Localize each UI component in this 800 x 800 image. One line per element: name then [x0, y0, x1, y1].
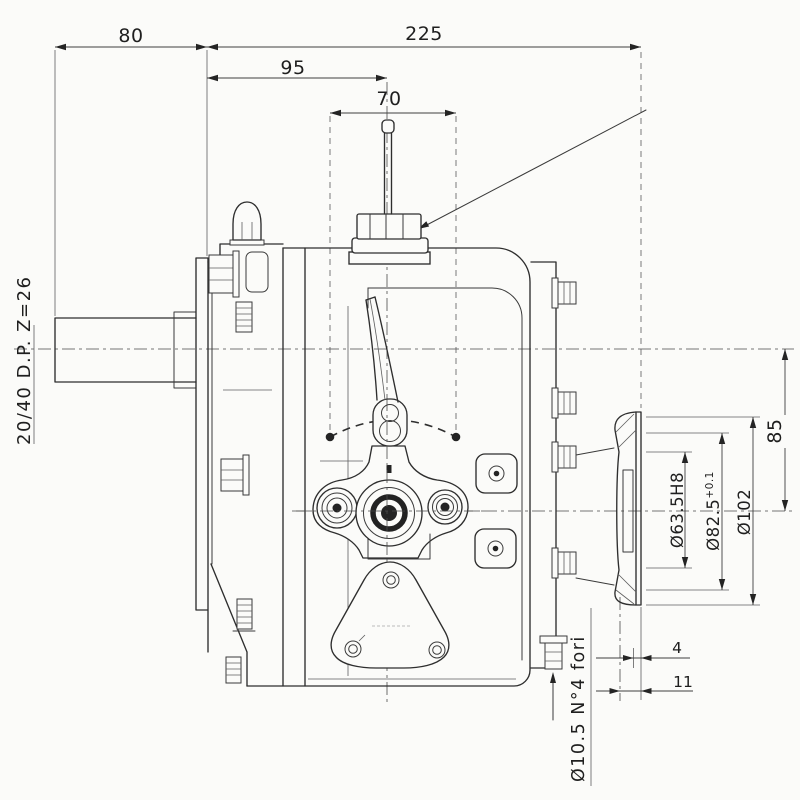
- bell-bolt-upper: [208, 250, 240, 298]
- dim-80-label: 80: [118, 25, 143, 47]
- rear-bolts: [551, 277, 577, 579]
- spline-note-label: 20/40 D.P. Z=26: [14, 276, 35, 446]
- bell-bolt-mid: [220, 454, 250, 496]
- filler-cap-leader: [420, 109, 647, 229]
- shaft-collar: [173, 311, 197, 389]
- main-housing: [246, 247, 531, 687]
- dim-95-label: 95: [280, 57, 305, 79]
- inspection-pads: [474, 453, 518, 569]
- bell-bottom-slope: [210, 563, 248, 687]
- filler-cap-dipstick: [348, 119, 431, 265]
- lever-travel-arc: [329, 419, 457, 438]
- rear-cover: [530, 261, 577, 670]
- housing-inner-wall: [367, 287, 523, 661]
- holes-note-label: Ø10.5 N°4 fori: [569, 635, 589, 782]
- shaft-outline: [54, 317, 197, 383]
- acorn-nut: [229, 201, 265, 246]
- flange-body: [614, 411, 637, 606]
- flange-hub-bore: [622, 469, 634, 553]
- extension-lines: [54, 50, 760, 786]
- cap-collar: [351, 237, 429, 254]
- bell-stud-lower-2: [225, 656, 242, 684]
- cap-hex: [356, 213, 422, 240]
- cap-base-boss: [348, 251, 431, 265]
- shift-lever: [365, 296, 408, 447]
- bell-housing: [195, 201, 284, 687]
- dim-225-label: 225: [405, 23, 443, 45]
- output-flange: [575, 411, 642, 606]
- dim-102-label: Ø102: [735, 489, 754, 535]
- front-flange-plate: [195, 257, 209, 653]
- dimension-labels: 80 225 95 70 Ø63.5H8 Ø82.5+0.1 Ø102 85 4…: [14, 23, 786, 782]
- housing-outline: [246, 247, 531, 687]
- left-bearing-boss: [316, 487, 358, 529]
- retainer-bracket: [245, 251, 269, 293]
- dim-85-label: 85: [764, 418, 786, 443]
- cover-outline: [330, 561, 450, 669]
- flange-face: [635, 411, 642, 606]
- dipstick-tip: [381, 119, 395, 134]
- dim-4-label: 4: [672, 639, 682, 657]
- hub-connection: [575, 447, 615, 586]
- right-bearing-boss: [427, 489, 463, 525]
- dim-82-label: Ø82.5+0.1: [704, 471, 723, 551]
- dipstick-rod: [383, 130, 393, 215]
- dim-63-label: Ø63.5H8: [668, 472, 687, 548]
- dimension-lines: [55, 43, 789, 694]
- center-pivot-boss: [355, 479, 423, 547]
- input-shaft: [54, 311, 197, 389]
- shifter-assembly: [296, 296, 484, 585]
- dim-11-label: 11: [673, 673, 693, 691]
- dim-70-label: 70: [376, 88, 401, 110]
- lever-head: [372, 398, 408, 447]
- leader-lines: [418, 109, 647, 721]
- triangular-cover: [330, 561, 450, 669]
- bell-stud: [235, 301, 253, 333]
- bell-stud-lower-1: [232, 598, 256, 632]
- bottom-bolt: [539, 635, 568, 670]
